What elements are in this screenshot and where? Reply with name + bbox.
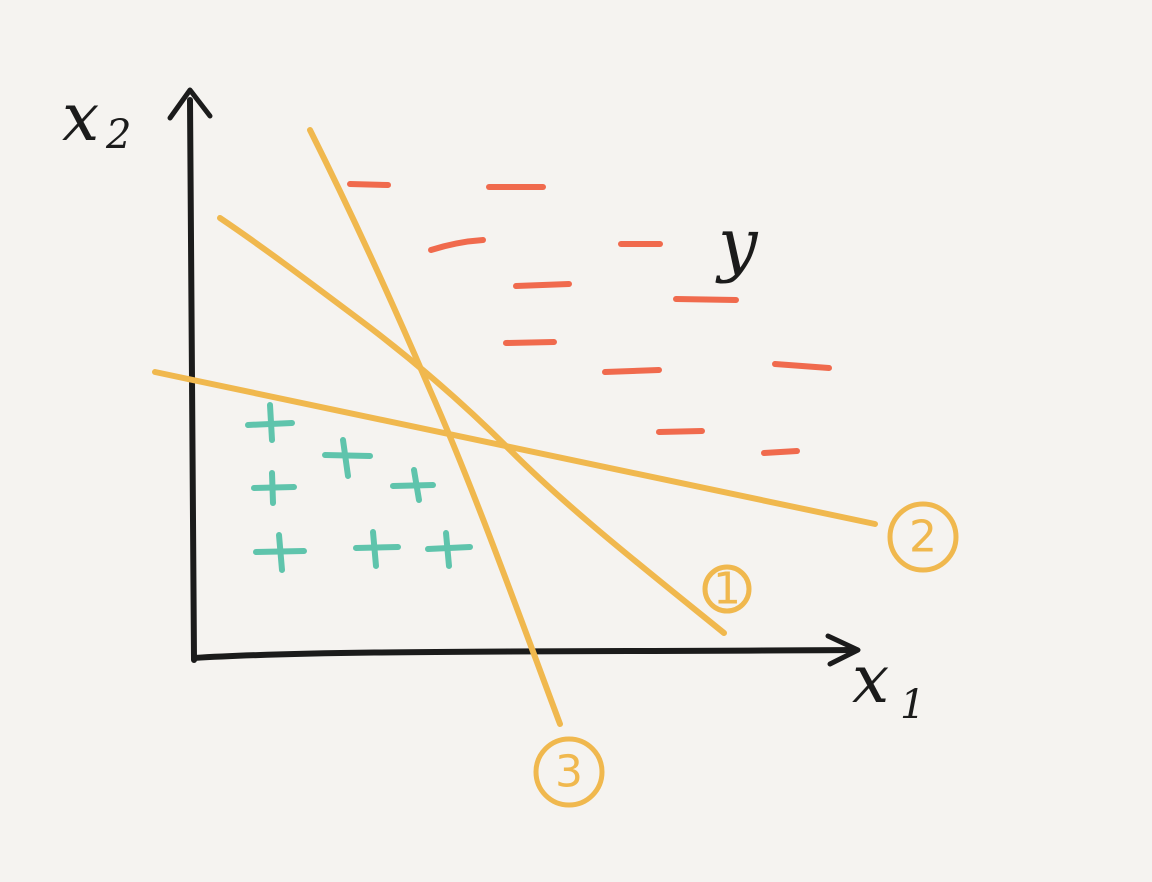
negative-mark [772, 361, 832, 371]
label-number: 1 [713, 564, 741, 615]
x-axis-label-main: x [852, 641, 889, 718]
label-number: 3 [555, 747, 583, 798]
separator-line-2 [152, 369, 878, 527]
negative-class-marks [347, 181, 832, 456]
negative-mark [428, 237, 486, 253]
positive-mark [353, 529, 401, 569]
negative-mark [347, 181, 391, 188]
label-number: 2 [909, 512, 937, 563]
negative-mark [503, 339, 557, 346]
positive-mark [322, 437, 373, 479]
label-circle [533, 736, 605, 808]
y-axis-label: x 2 [62, 79, 131, 158]
label-circle [702, 564, 752, 614]
positive-mark [425, 530, 473, 569]
separator-line-3 [307, 127, 563, 727]
label-circle [887, 501, 959, 573]
separator-line-1 [217, 215, 727, 636]
positive-mark [245, 402, 295, 443]
negative-mark [673, 296, 739, 303]
negative-mark [602, 367, 662, 375]
positive-mark [251, 470, 297, 506]
x-axis-label: x 1 [852, 641, 925, 728]
positive-mark [253, 532, 307, 573]
y-axis-arrowhead [167, 87, 213, 121]
y-axis-label-sub: 2 [105, 112, 131, 158]
x-axis-label-sub: 1 [900, 682, 925, 728]
y-axis-label-main: x [62, 79, 99, 156]
x-axis [191, 647, 853, 661]
separator-label-2: 2 [887, 501, 959, 573]
class-label: y [715, 203, 759, 285]
separator-label-3: 3 [533, 736, 605, 808]
negative-mark [656, 428, 705, 435]
positive-mark [390, 467, 436, 503]
x-axis-arrowhead [825, 633, 861, 667]
negative-mark [761, 448, 800, 456]
positive-class-marks [245, 402, 473, 573]
negative-mark [513, 281, 572, 289]
separator-label-1: 1 [702, 564, 752, 615]
